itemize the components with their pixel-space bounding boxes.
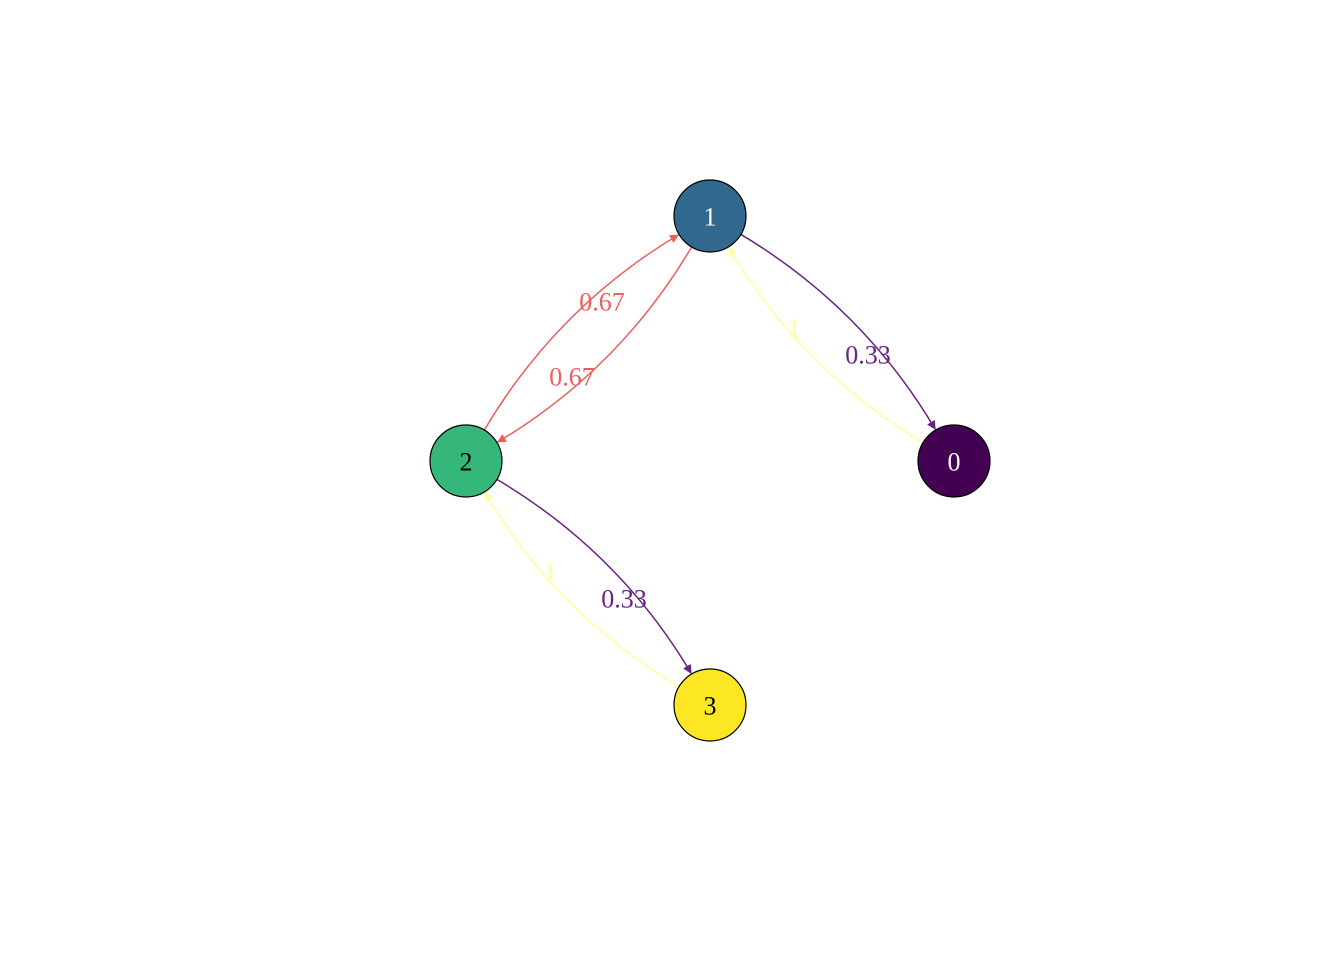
node-label-3: 3 (704, 692, 717, 721)
node-3: 3 (673, 668, 747, 742)
nodes-layer: 0 1 2 3 (429, 179, 991, 742)
edge-label-1-to-0: 0.33 (845, 341, 891, 370)
edge-label-3-to-2: 1 (544, 558, 557, 587)
node-circle-3 (673, 668, 747, 742)
node-label-0: 0 (948, 448, 961, 477)
node-label-1: 1 (704, 203, 717, 232)
node-circle-1 (673, 179, 747, 253)
node-0: 0 (917, 424, 991, 498)
edge-label-0-to-1: 1 (788, 314, 801, 343)
node-label-2: 2 (460, 448, 473, 477)
edge-1-to-2 (496, 246, 693, 443)
edge-0-to-1 (728, 247, 924, 444)
edge-2-to-3 (496, 478, 692, 674)
edge-2-to-1 (483, 234, 680, 431)
edge-3-to-2 (484, 492, 680, 688)
node-2: 2 (429, 424, 503, 498)
node-circle-2 (429, 424, 503, 498)
edges-layer (483, 233, 936, 688)
edge-label-1-to-2: 0.67 (549, 363, 595, 392)
edge-label-2-to-3: 0.33 (601, 585, 647, 614)
edge-label-2-to-1: 0.67 (579, 288, 625, 317)
edge-labels-layer: 0.33 1 0.67 0.67 0.33 1 (544, 288, 891, 614)
node-circle-0 (917, 424, 991, 498)
node-1: 1 (673, 179, 747, 253)
edge-1-to-0 (740, 233, 936, 430)
